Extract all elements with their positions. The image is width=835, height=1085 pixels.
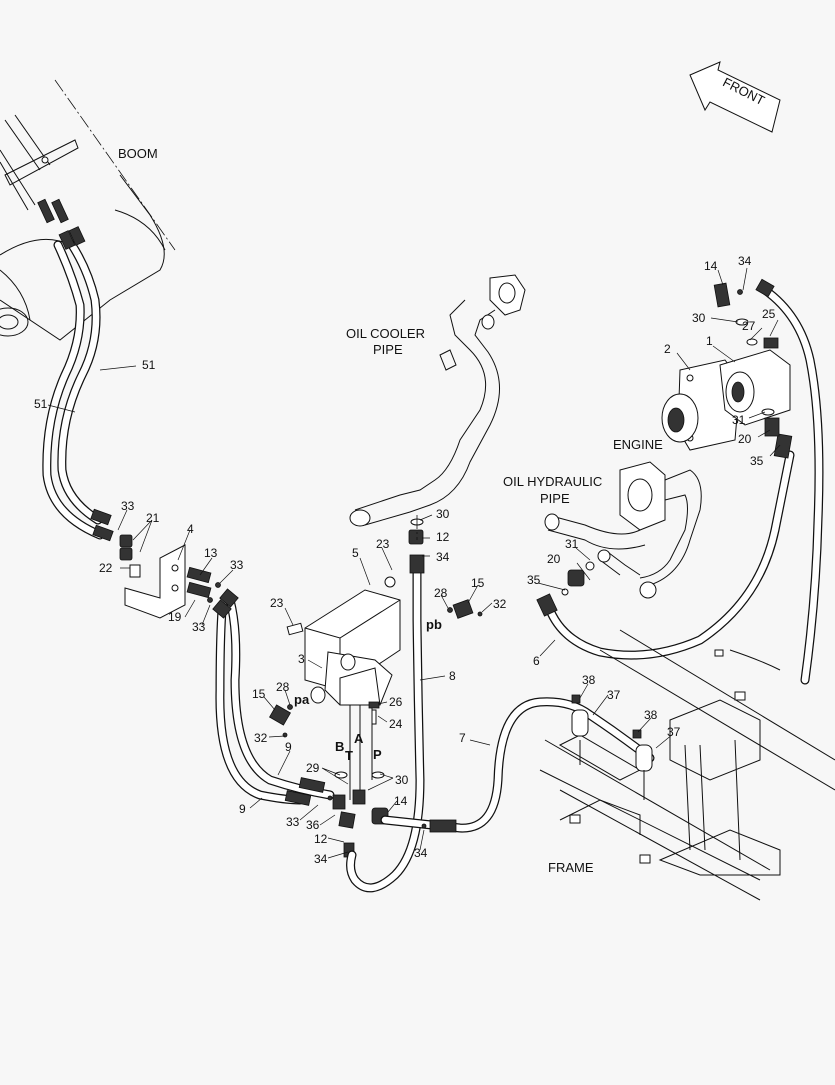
callout-36: 36	[306, 818, 320, 832]
callout-12: 12	[436, 530, 450, 544]
label-oil-cooler-pipe-line2: PIPE	[373, 342, 403, 357]
hose-7	[380, 697, 655, 833]
port-labels: pa pb A B T P	[294, 617, 442, 763]
callout-25: 25	[762, 307, 776, 321]
valve-3-assembly	[269, 576, 483, 800]
callout-30: 30	[436, 507, 450, 521]
callout-32: 32	[254, 731, 268, 745]
callout-5: 5	[352, 546, 359, 560]
callout-15: 15	[471, 576, 485, 590]
callout-35: 35	[750, 454, 764, 468]
callout-13: 13	[204, 546, 218, 560]
callout-38: 38	[644, 708, 658, 722]
hose-8	[346, 518, 425, 893]
callout-38: 38	[582, 673, 596, 687]
callouts: 14 34 30 27 25 2 1 31 20 35 51 51 33 21 …	[34, 254, 776, 866]
callout-3: 3	[298, 652, 305, 666]
callout-8: 8	[449, 669, 456, 683]
callout-21: 21	[146, 511, 160, 525]
callout-23: 23	[376, 537, 390, 551]
callout-23: 23	[270, 596, 284, 610]
callout-34: 34	[436, 550, 450, 564]
port-t: T	[345, 748, 353, 763]
valve-port-fittings	[327, 771, 389, 858]
hose-pump-return	[755, 278, 824, 685]
callout-28: 28	[434, 586, 448, 600]
callout-30: 30	[692, 311, 706, 325]
callout-14: 14	[394, 794, 408, 808]
label-boom: BOOM	[118, 146, 158, 161]
label-engine: ENGINE	[613, 437, 663, 452]
callout-15: 15	[252, 687, 266, 701]
port-b: B	[335, 739, 344, 754]
leader-lines	[47, 267, 781, 859]
callout-1: 1	[706, 334, 713, 348]
callout-37: 37	[607, 688, 621, 702]
callout-29: 29	[306, 761, 320, 775]
oil-cooler-pipe	[349, 274, 526, 540]
callout-35: 35	[527, 573, 541, 587]
port-p: P	[373, 747, 382, 762]
clamps-37-38	[571, 694, 653, 800]
callout-22: 22	[99, 561, 113, 575]
port-pb: pb	[426, 617, 442, 632]
callout-9: 9	[239, 802, 246, 816]
hose-6	[536, 433, 795, 660]
callout-33: 33	[286, 815, 300, 829]
callout-51: 51	[34, 397, 48, 411]
callout-31: 31	[732, 413, 746, 427]
callout-33: 33	[121, 499, 135, 513]
callout-19: 19	[168, 610, 182, 624]
callout-14: 14	[704, 259, 718, 273]
hose-51-pair	[37, 198, 114, 542]
callout-32: 32	[493, 597, 507, 611]
callout-51: 51	[142, 358, 156, 372]
callout-4: 4	[187, 522, 194, 536]
port-a: A	[354, 731, 364, 746]
callout-33: 33	[192, 620, 206, 634]
oil-hydraulic-pipe	[544, 461, 702, 599]
callout-12: 12	[314, 832, 328, 846]
callout-20: 20	[738, 432, 752, 446]
callout-30: 30	[395, 773, 409, 787]
engine-pump-assembly	[661, 282, 791, 451]
label-oil-cooler-pipe-line1: OIL COOLER	[346, 326, 425, 341]
callout-34: 34	[414, 846, 428, 860]
boom-outline	[0, 79, 176, 341]
callout-37: 37	[667, 725, 681, 739]
callout-6: 6	[533, 654, 540, 668]
callout-7: 7	[459, 731, 466, 745]
callout-26: 26	[389, 695, 403, 709]
callout-34: 34	[314, 852, 328, 866]
hose-9-pair	[212, 588, 335, 806]
callout-27: 27	[742, 319, 756, 333]
label-frame: FRAME	[548, 860, 594, 875]
callout-34: 34	[738, 254, 752, 268]
bracket-4-assembly	[119, 534, 221, 619]
callout-9: 9	[285, 740, 292, 754]
label-oil-hydraulic-pipe-line1: OIL HYDRAULIC	[503, 474, 602, 489]
callout-31: 31	[565, 537, 579, 551]
callout-33: 33	[230, 558, 244, 572]
port-pa: pa	[294, 692, 310, 707]
front-arrow	[689, 61, 781, 133]
callout-28: 28	[276, 680, 290, 694]
callout-2: 2	[664, 342, 671, 356]
label-oil-hydraulic-pipe-line2: PIPE	[540, 491, 570, 506]
callout-24: 24	[389, 717, 403, 731]
callout-20: 20	[547, 552, 561, 566]
